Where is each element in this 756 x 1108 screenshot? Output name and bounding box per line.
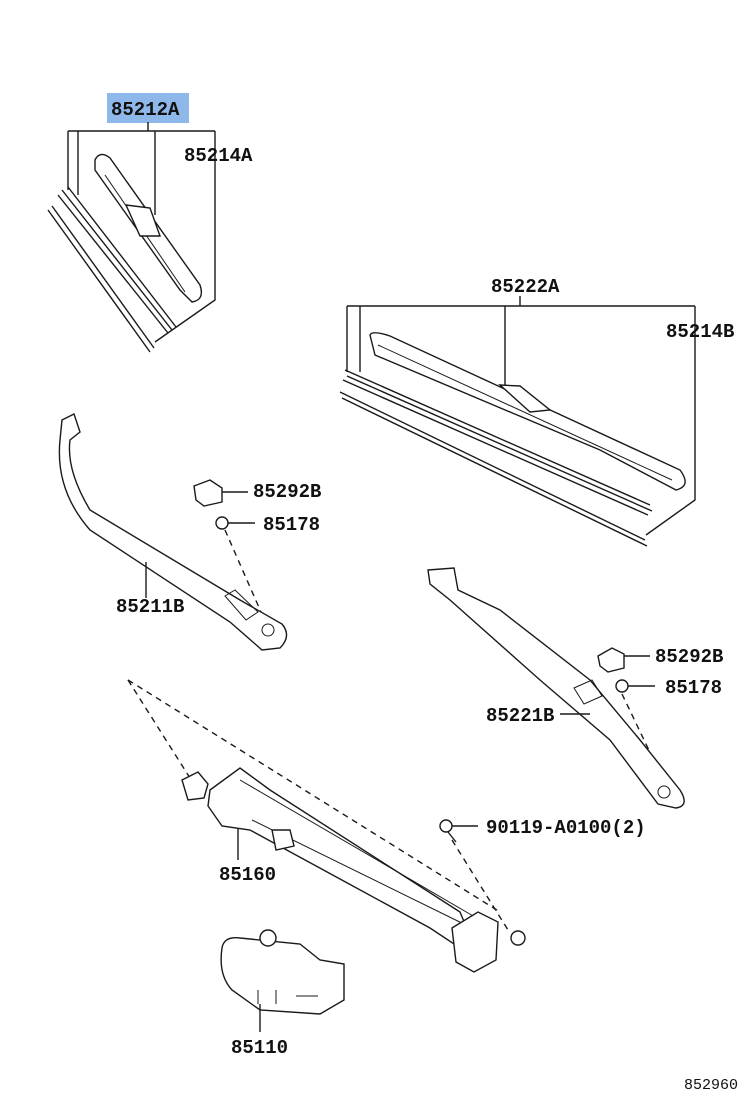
label-blade-front[interactable]: 85212A bbox=[111, 99, 180, 121]
cap-85292b-left bbox=[193, 479, 223, 507]
label-nut-right[interactable]: 85178 bbox=[665, 677, 722, 699]
bolt-90119 bbox=[439, 819, 453, 833]
label-rubber-front[interactable]: 85214A bbox=[184, 145, 253, 167]
label-rubber-rear[interactable]: 85214B bbox=[666, 321, 734, 343]
label-cap-right[interactable]: 85292B bbox=[655, 646, 723, 668]
label-arm-right[interactable]: 85221B bbox=[486, 705, 554, 727]
label-cap-left[interactable]: 85292B bbox=[253, 481, 321, 503]
label-bolt[interactable]: 90119-A0100(2) bbox=[486, 817, 646, 839]
cap-85292b-right bbox=[597, 647, 625, 673]
nut-85178-left bbox=[215, 516, 229, 530]
left-wiper-arm bbox=[58, 413, 288, 651]
bolt-group bbox=[439, 819, 509, 931]
right-wiper-arm bbox=[427, 567, 685, 809]
front-wiper-blade-group bbox=[47, 122, 216, 353]
nut-85178-right bbox=[615, 679, 629, 693]
selected-part-highlight bbox=[107, 93, 189, 123]
rear-wiper-blade-group bbox=[339, 296, 696, 547]
wiper-motor bbox=[220, 929, 345, 1032]
label-arm-left[interactable]: 85211B bbox=[116, 596, 184, 618]
label-nut-left[interactable]: 85178 bbox=[263, 514, 320, 536]
label-link-assembly[interactable]: 85160 bbox=[219, 864, 276, 886]
label-motor[interactable]: 85110 bbox=[231, 1037, 288, 1059]
label-blade-rear[interactable]: 85222A bbox=[491, 276, 560, 298]
link-assembly bbox=[127, 679, 526, 973]
figure-code: 852960 bbox=[684, 1077, 738, 1094]
